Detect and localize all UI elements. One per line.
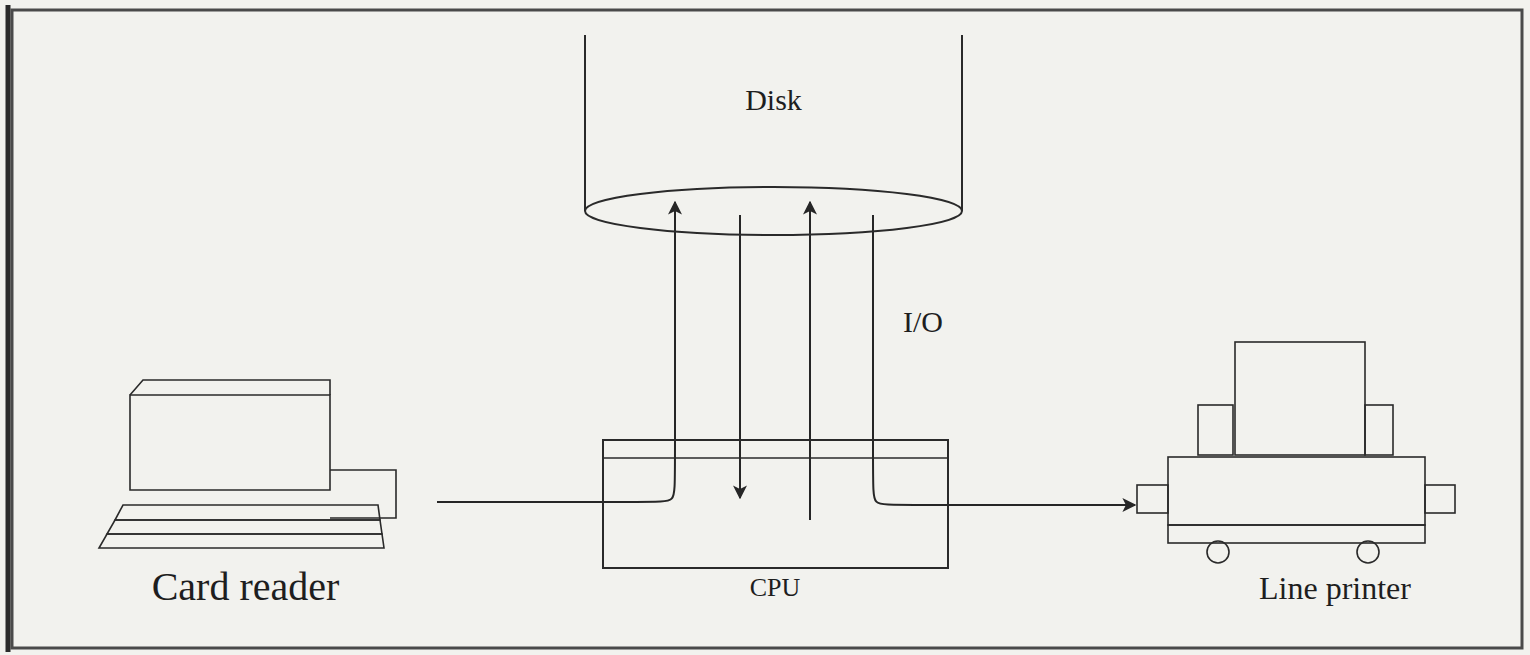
line-printer-device: Line printer: [1130, 338, 1470, 613]
card-stack: [107, 520, 382, 534]
frame-border: [12, 10, 1522, 648]
card-reader-device: Card reader: [95, 372, 432, 616]
printer-body: [1168, 457, 1425, 525]
printer-knob: [1137, 485, 1168, 513]
printer-base: [1168, 525, 1425, 543]
data-flow-arrow: [873, 215, 1135, 505]
reader-top: [130, 380, 330, 395]
paper-feed: [1235, 342, 1365, 455]
cpu-box: CPU: [598, 436, 952, 609]
reader-hopper: [330, 470, 396, 518]
cpu-box: [603, 440, 948, 568]
printer-side: [1365, 405, 1393, 455]
disk-bottom: [585, 187, 962, 235]
cpu-top-edge: [603, 457, 948, 459]
frame-edge: [6, 5, 11, 652]
data-flow-arrow: [437, 202, 675, 502]
device-label: Card reader: [152, 564, 340, 610]
device-label: CPU: [750, 573, 801, 603]
device-label: Line printer: [1259, 570, 1411, 607]
printer-side: [1198, 405, 1233, 455]
printer-knob: [1425, 485, 1455, 513]
disk-side: [961, 35, 963, 211]
data-flow-arrow: [739, 215, 741, 498]
io-label: I/O: [903, 305, 943, 339]
device-label: Disk: [745, 83, 802, 118]
data-flow-arrow: [809, 202, 811, 520]
reader-body: [130, 395, 330, 490]
card-stack: [99, 534, 384, 548]
disk-side: [584, 35, 586, 211]
disk-cylinder: Disk: [585, 35, 962, 237]
printer-wheel: [1207, 541, 1229, 563]
card-stack: [115, 505, 380, 520]
printer-wheel: [1357, 541, 1379, 563]
disk-cylinder-outline: [585, 35, 962, 237]
